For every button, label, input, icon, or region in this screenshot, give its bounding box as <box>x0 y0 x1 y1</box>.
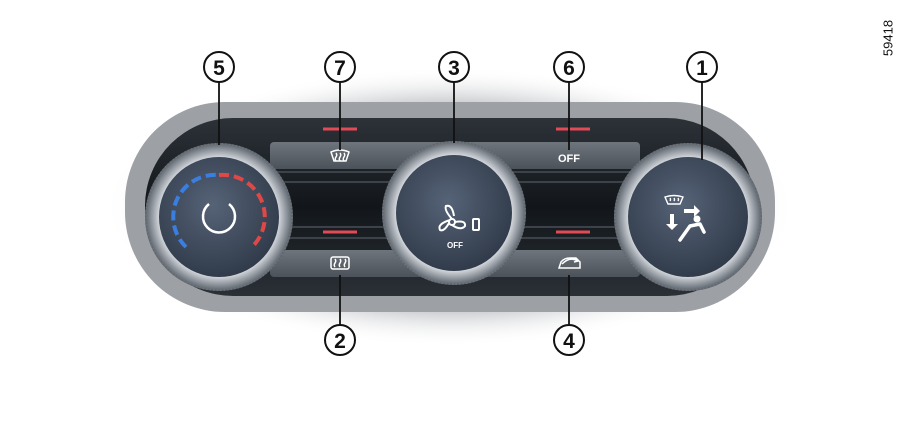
off-button[interactable]: OFF <box>558 153 580 165</box>
svg-text:4: 4 <box>563 330 575 353</box>
windscreen-demist-button[interactable] <box>330 149 350 162</box>
rear-screen-demist-button[interactable] <box>330 256 350 270</box>
callout-5: 5 <box>203 51 235 83</box>
rear-screen-demist-icon <box>330 256 350 270</box>
callout-6: 6 <box>553 51 585 83</box>
svg-text:3: 3 <box>448 57 460 80</box>
callout-leaders <box>218 82 703 325</box>
callout-2: 2 <box>324 324 356 356</box>
callout-4: 4 <box>553 324 585 356</box>
temperature-knob[interactable] <box>145 143 293 291</box>
air-recirculation-icon <box>557 257 581 269</box>
fan-speed-knob[interactable]: OFF <box>382 141 526 285</box>
callout-1: 1 <box>686 51 718 83</box>
svg-text:1: 1 <box>696 57 708 80</box>
svg-text:5: 5 <box>213 57 225 80</box>
svg-text:2: 2 <box>334 330 346 353</box>
svg-text:6: 6 <box>563 57 575 80</box>
windscreen-demist-icon <box>330 149 350 162</box>
temperature-arc-icon <box>171 172 267 249</box>
air-distribution-knob[interactable] <box>614 143 762 291</box>
air-distribution-icon <box>664 194 706 242</box>
svg-text:7: 7 <box>334 57 346 80</box>
figure-reference-text: 59418 <box>880 19 896 57</box>
off-button-label: OFF <box>558 153 580 165</box>
callout-7: 7 <box>324 51 356 83</box>
fan-off-label: OFF <box>447 241 463 250</box>
callout-3: 3 <box>438 51 470 83</box>
air-recirculation-button[interactable] <box>557 257 581 269</box>
fan-speed-icon <box>438 204 480 232</box>
figure-reference-number: 59418 <box>878 8 898 68</box>
